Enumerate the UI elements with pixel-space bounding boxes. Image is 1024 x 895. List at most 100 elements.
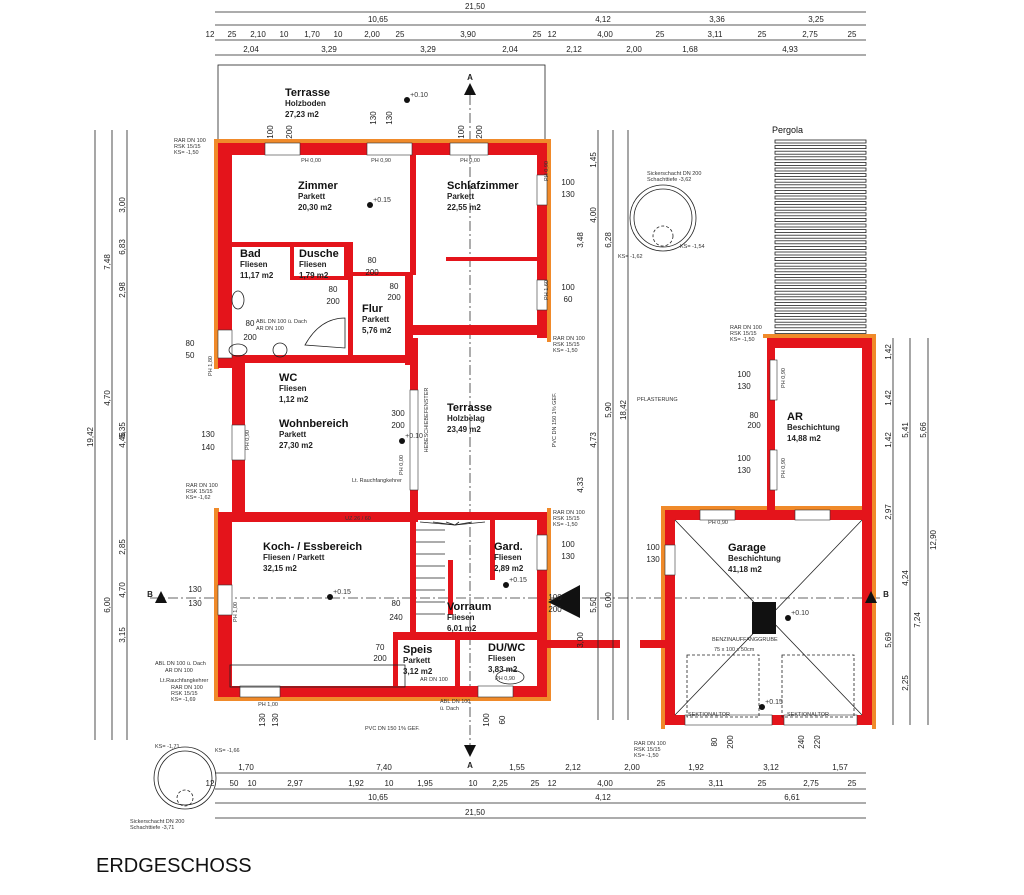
annotation: KS= -1,66 (215, 748, 240, 754)
dimension-label-vertical: 4,24 (901, 570, 910, 586)
pergola-slat (774, 296, 867, 301)
dimension-label: 12 (206, 779, 215, 788)
opening-label: 80 (329, 285, 338, 294)
opening-label: 100 (482, 713, 491, 727)
room-name: Zimmer (298, 180, 338, 192)
entrance-arrow (548, 585, 580, 618)
opening-label: 80 (368, 256, 377, 265)
opening (409, 389, 419, 491)
seepage-shaft (153, 746, 217, 810)
annotation: RSK 15/15 (171, 691, 198, 697)
dimension-label-vertical: 1,42 (884, 344, 893, 360)
opening-label: 130 (369, 111, 378, 125)
room-floor: Fliesen (240, 260, 268, 269)
sectional-door-2-outline (781, 654, 855, 718)
sectional-door-label: SEKTIONALTOR (688, 712, 730, 718)
opening (769, 359, 778, 401)
opening-label: PH 0,90 (544, 161, 550, 181)
dimension-label: 4,93 (782, 45, 798, 54)
pergola-slat (774, 307, 867, 312)
dimension-label: 3,29 (321, 45, 337, 54)
room-area: 14,88 m2 (787, 434, 821, 443)
annotation: AR DN 100 (420, 677, 448, 683)
room-floor: Fliesen (299, 260, 327, 269)
dimension-label: 25 (848, 30, 857, 39)
room-name: Terrasse (285, 87, 330, 99)
section-a-label-bottom: A (467, 761, 473, 770)
pergola-slat (774, 234, 867, 239)
dimension-label: 25 (657, 779, 666, 788)
wall (410, 520, 416, 638)
room-area: 20,30 m2 (298, 203, 332, 212)
dimension-label: 2,10 (250, 30, 266, 39)
pergola-slat (774, 290, 867, 295)
pergola-slat (774, 240, 867, 245)
opening (769, 449, 778, 491)
pergola-slat (774, 285, 867, 290)
dimension-label-vertical: 19,42 (86, 426, 95, 447)
room-name: Wohnbereich (279, 418, 349, 430)
opening-label: 130 (737, 382, 751, 391)
annotation: Schachttiefe -3,62 (647, 177, 691, 183)
pergola-slat (774, 324, 867, 329)
pergola-slat (774, 156, 867, 161)
pergola-slat (774, 313, 867, 318)
dimension-label-vertical: 6,00 (604, 592, 613, 608)
wall (218, 512, 418, 522)
opening-label: PH 0,00 (399, 455, 405, 475)
opening (366, 142, 413, 156)
opening-label: 200 (326, 297, 340, 306)
room-floor: Parkett (447, 192, 474, 201)
pergola-slat (774, 150, 867, 155)
opening-label: 100 (646, 543, 660, 552)
dimension-label-vertical: 5,90 (604, 402, 613, 418)
opening-label: 80 (390, 282, 399, 291)
pergola-slat (774, 262, 867, 267)
dimension-label: 10 (280, 30, 289, 39)
level-label: +0.10 (405, 433, 423, 440)
opening-label: 220 (813, 735, 822, 749)
annotation: Lt.Rauchfangkehrer (160, 678, 208, 684)
fuel-collection-grate (752, 602, 776, 634)
paving-label: PFLASTERUNG (637, 397, 678, 403)
wall (395, 632, 547, 640)
dimension-label-vertical: 5,50 (589, 597, 598, 613)
section-b-label-left: B (147, 590, 153, 599)
annotation: RSK 15/15 (186, 489, 213, 495)
wall (218, 686, 547, 697)
dimension-label: 25 (531, 779, 540, 788)
wall (665, 575, 675, 725)
dimension-label: 3,90 (460, 30, 476, 39)
dimension-label-vertical: 6,28 (604, 232, 613, 248)
opening-label: PH 0,00 (460, 158, 480, 164)
room-area: 3,12 m2 (403, 667, 433, 676)
pergola-slat (774, 139, 867, 144)
opening-label: 200 (726, 735, 735, 749)
opening-label: PH 0,90 (781, 368, 787, 388)
dimension-label-vertical: 5,69 (884, 632, 893, 648)
opening-label: 100 (561, 283, 575, 292)
annotation: RAR DN 100 (553, 336, 585, 342)
room-area: 2,89 m2 (494, 564, 524, 573)
drawing-title: ERDGESCHOSS (96, 855, 252, 877)
dimension-label: 4,12 (595, 793, 611, 802)
stair-core-wall (448, 560, 453, 615)
section-a-label-top: A (467, 73, 473, 82)
room-area: 1,79 m2 (299, 271, 329, 280)
opening-label: 60 (564, 295, 573, 304)
annotation: ABL DN 100 ü. Dach (256, 319, 307, 325)
opening-label: 70 (376, 643, 385, 652)
dimension-label: 2,12 (565, 763, 581, 772)
pergola-slat (774, 329, 867, 334)
level-label: +0.10 (791, 610, 809, 617)
opening-label: 50 (186, 351, 195, 360)
dimension-label-vertical: 4,70 (118, 582, 127, 598)
wall (665, 510, 675, 545)
pergola-slat (774, 251, 867, 256)
annotation: KS= -1,50 (730, 337, 755, 343)
wall (547, 640, 620, 648)
dimension-label: 10,65 (368, 793, 389, 802)
dimension-label: 21,50 (465, 2, 486, 11)
wall (348, 242, 353, 360)
